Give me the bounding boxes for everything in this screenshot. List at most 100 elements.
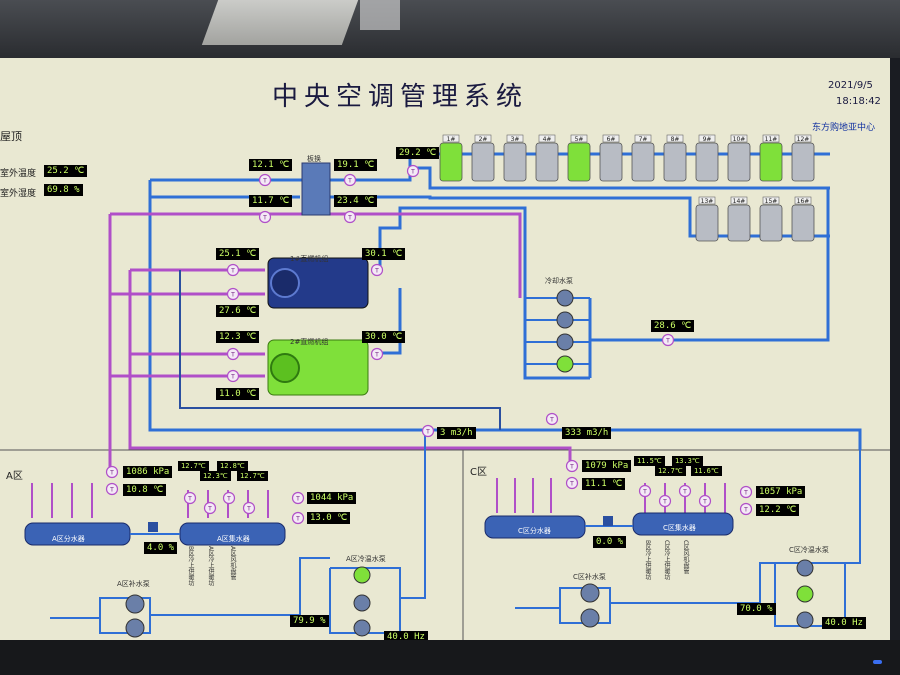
temperature-gauge-7 bbox=[370, 263, 384, 277]
zone-c-makeup-loop bbox=[515, 587, 611, 624]
zone-a-makeup-loop bbox=[50, 597, 151, 634]
zone-a-branch-label-3: A区风机盘管 bbox=[229, 546, 236, 581]
exchanger-top-left-temp: 12.1 ℃ bbox=[249, 159, 293, 171]
temperature-gauge-8 bbox=[226, 287, 240, 301]
zone-a-temp-gauge bbox=[105, 482, 119, 496]
zone-c-chilled-pump-label: C区冷温水泵 bbox=[789, 546, 829, 554]
zone-a-supply-header-label: A区分水器 bbox=[52, 535, 85, 543]
svg-text:T: T bbox=[682, 489, 687, 496]
zone-a-chilled-pump-1 bbox=[353, 566, 371, 584]
zone-c-supply-pressure: 1079 kPa bbox=[582, 460, 632, 472]
svg-text:T: T bbox=[549, 417, 554, 424]
outdoor-humidity-value: 69.8 % bbox=[44, 184, 83, 196]
title-bar: 中央空调管理系统 2021/9/5 18:18:42 东方购地亚中心 bbox=[0, 58, 890, 133]
zone-a-branch-label-1: B区冷上供暖坊 bbox=[187, 546, 194, 587]
chiller2-cooling-line bbox=[380, 288, 402, 355]
zone-a-makeup-pump-2 bbox=[125, 618, 145, 638]
chilled-main-return bbox=[128, 270, 572, 468]
zone-a-makeup-line bbox=[150, 557, 330, 616]
chiller-1-left-temp: 25.1 ℃ bbox=[216, 248, 260, 260]
svg-text:T: T bbox=[230, 352, 235, 359]
svg-text:1#: 1# bbox=[447, 136, 456, 143]
chiller-2-drum bbox=[270, 353, 300, 383]
time-display: 18:18:42 bbox=[836, 96, 881, 107]
zone-a-supply-pressure: 1086 kPa bbox=[123, 466, 173, 478]
zone-c-branch-gauge-1 bbox=[638, 484, 652, 498]
date-display: 2021/9/5 bbox=[828, 80, 873, 91]
zone-a-chilled-pump-2 bbox=[353, 594, 371, 612]
zone-a-return-header-label: A区集水器 bbox=[217, 535, 250, 543]
svg-text:T: T bbox=[230, 292, 235, 299]
cooling-pumps-label: 冷却水泵 bbox=[545, 277, 573, 285]
zone-a-supply-temp: 10.8 ℃ bbox=[123, 484, 167, 496]
zone-a-pump-frequency: 40.0 Hz bbox=[384, 631, 428, 640]
svg-text:T: T bbox=[230, 374, 235, 381]
svg-text:T: T bbox=[347, 215, 352, 222]
zone-c-makeup-pump-2 bbox=[580, 608, 600, 628]
chiller-1-right-temp: 30.1 ℃ bbox=[362, 248, 406, 260]
chiller-1-label: 1#直燃机组 bbox=[290, 255, 329, 263]
chiller-2-right-temp: 30.0 ℃ bbox=[362, 331, 406, 343]
svg-text:T: T bbox=[109, 487, 114, 494]
outdoor-temp-value: 25.2 ℃ bbox=[44, 165, 88, 177]
svg-text:T: T bbox=[569, 464, 574, 471]
zone-c-return-temp-gauge bbox=[739, 502, 753, 516]
zone-c-makeup-pump-1 bbox=[580, 583, 600, 603]
zone-a-return-temp: 13.0 ℃ bbox=[307, 512, 351, 524]
svg-text:T: T bbox=[743, 490, 748, 497]
exchanger-top-right-temp: 19.1 ℃ bbox=[334, 159, 378, 171]
svg-text:T: T bbox=[425, 429, 430, 436]
zone-a-pump-load: 79.9 % bbox=[290, 615, 329, 627]
svg-text:T: T bbox=[374, 352, 379, 359]
svg-text:T: T bbox=[246, 506, 251, 513]
zone-c-branch-gauge-2 bbox=[658, 494, 672, 508]
zone-c-pump-load: 70.0 % bbox=[737, 603, 776, 615]
organization-name: 东方购地亚中心 bbox=[812, 123, 876, 133]
zone-c-makeup-line bbox=[610, 562, 775, 604]
temperature-gauge-3 bbox=[258, 210, 272, 224]
svg-text:11#: 11# bbox=[765, 136, 778, 143]
zone-a-makeup-pump-label: A区补水泵 bbox=[117, 580, 150, 588]
zone-a-branch-temp-1: 12.7℃ bbox=[178, 461, 209, 471]
svg-text:T: T bbox=[295, 516, 300, 523]
svg-text:T: T bbox=[702, 499, 707, 506]
exchanger-label: 板换 bbox=[307, 155, 321, 163]
cooling-to-towers bbox=[150, 166, 830, 190]
flow-rate-a: 3 m3/h bbox=[437, 427, 476, 439]
svg-text:13#: 13# bbox=[701, 198, 714, 205]
zone-a-bypass-valve bbox=[148, 522, 158, 532]
zone-a-branch-temp-2: 12.3℃ bbox=[200, 471, 231, 481]
zone-c-return-temp: 12.2 ℃ bbox=[756, 504, 800, 516]
zone-a-valve-open: 4.0 % bbox=[144, 542, 178, 554]
svg-text:T: T bbox=[642, 489, 647, 496]
zone-a-branch-temp-4: 12.7℃ bbox=[237, 471, 268, 481]
zone-a-branch-temp-3: 12.8℃ bbox=[217, 461, 248, 471]
zone-a-return-pressure: 1044 kPa bbox=[307, 492, 357, 504]
cooling-tower-2: 2# bbox=[471, 134, 495, 182]
temperature-gauge-1 bbox=[258, 173, 272, 187]
zone-a-chilled-pump-3 bbox=[353, 619, 371, 637]
zone-c-branch-temp-1: 11.5℃ bbox=[634, 456, 665, 466]
zone-a-pressure-gauge bbox=[105, 465, 119, 479]
svg-text:T: T bbox=[109, 470, 114, 477]
zone-c-return-pressure: 1057 kPa bbox=[756, 486, 806, 498]
cooling-tower-9: 9# bbox=[695, 134, 719, 182]
svg-text:15#: 15# bbox=[765, 198, 778, 205]
cooling-tower-11: 11# bbox=[759, 134, 783, 182]
svg-text:14#: 14# bbox=[733, 198, 746, 205]
svg-text:T: T bbox=[207, 506, 212, 513]
cooling-supply-main bbox=[148, 180, 862, 450]
zone-c-branch-temp-2: 12.7℃ bbox=[655, 466, 686, 476]
zone-a-return-pressure-gauge bbox=[291, 491, 305, 505]
monitor-bezel bbox=[0, 640, 900, 675]
zone-c-return-pressure-gauge bbox=[739, 485, 753, 499]
svg-text:3#: 3# bbox=[511, 136, 520, 143]
svg-text:4#: 4# bbox=[543, 136, 552, 143]
tower-row2-pipe bbox=[330, 195, 830, 238]
outdoor-temp-label: 室外温度 bbox=[0, 169, 37, 179]
page-title: 中央空调管理系统 bbox=[271, 82, 528, 112]
cooling-return-temp: 28.6 ℃ bbox=[651, 320, 695, 332]
pipe-network-diagram: 1#2#3#4#5#6#7#8#9#10#11#12#13#14#15#16#T… bbox=[0, 134, 890, 640]
temperature-gauge-4 bbox=[343, 210, 357, 224]
plate-heat-exchanger bbox=[301, 162, 331, 216]
